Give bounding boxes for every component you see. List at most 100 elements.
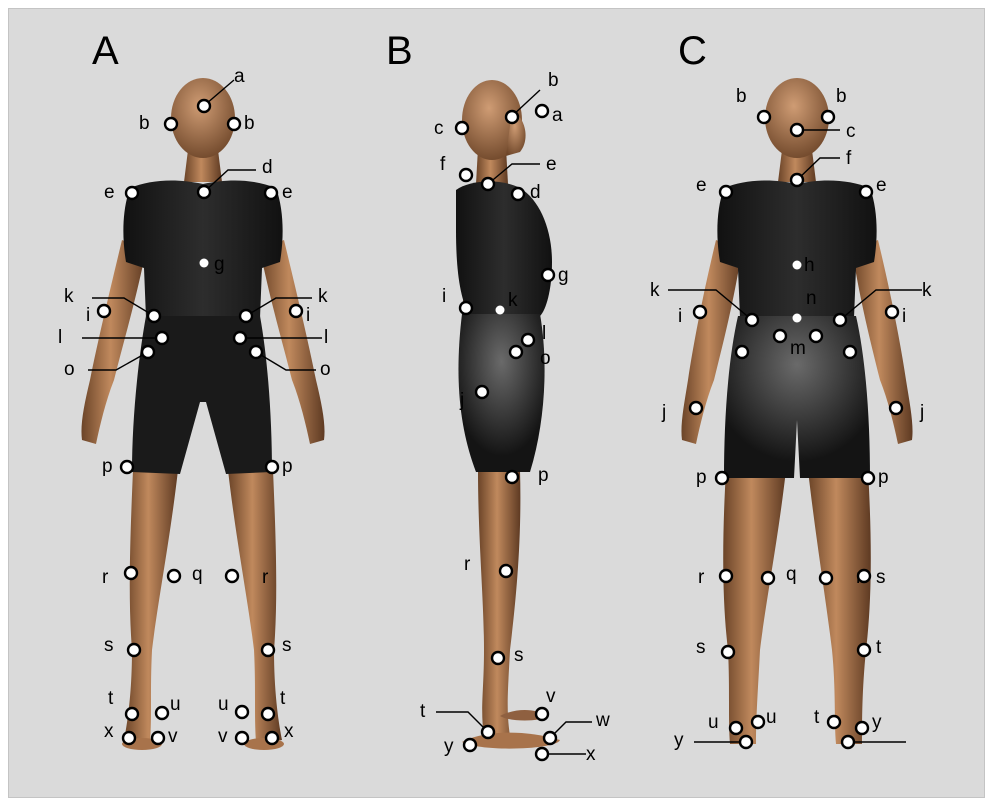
marker-label-c-8: k xyxy=(922,280,932,301)
marker-label-a-19: r xyxy=(262,567,269,588)
marker-label-c-15: p xyxy=(696,467,707,488)
marker-b-14 xyxy=(492,652,504,664)
marker-b-10 xyxy=(510,346,522,358)
marker-c-15 xyxy=(844,346,856,358)
marker-label-b-8: k xyxy=(508,290,518,311)
marker-label-c-1: b xyxy=(836,86,847,107)
marker-b-5 xyxy=(512,188,524,200)
marker-label-b-16: v xyxy=(546,686,556,707)
marker-a-25 xyxy=(262,708,274,720)
marker-a-9 xyxy=(98,305,110,317)
marker-label-a-10: i xyxy=(306,305,310,326)
marker-a-20 xyxy=(128,644,140,656)
marker-b-7 xyxy=(460,302,472,314)
marker-label-c-10: i xyxy=(678,306,682,327)
marker-c-0 xyxy=(758,111,770,123)
marker-b-8 xyxy=(496,306,505,315)
marker-label-b-15: t xyxy=(420,701,426,722)
marker-a-21 xyxy=(262,644,274,656)
marker-b-16 xyxy=(536,708,548,720)
view-label-c: C xyxy=(678,29,707,73)
marker-label-a-29: x xyxy=(284,721,294,742)
marker-label-b-11: j xyxy=(459,390,464,411)
marker-label-b-2: c xyxy=(434,118,444,139)
marker-b-9 xyxy=(522,334,534,346)
marker-b-18 xyxy=(464,739,476,751)
marker-c-16 xyxy=(690,402,702,414)
marker-c-2 xyxy=(791,124,803,136)
view-label-a: A xyxy=(92,29,119,73)
marker-b-11 xyxy=(476,386,488,398)
marker-a-18 xyxy=(168,570,180,582)
marker-c-31 xyxy=(842,736,854,748)
marker-b-12 xyxy=(506,471,518,483)
marker-c-27 xyxy=(752,716,764,728)
marker-c-17 xyxy=(890,402,902,414)
marker-a-16 xyxy=(266,461,278,473)
marker-a-12 xyxy=(234,332,246,344)
marker-b-19 xyxy=(536,748,548,760)
marker-b-13 xyxy=(500,565,512,577)
marker-c-20 xyxy=(720,570,732,582)
marker-c-5 xyxy=(860,186,872,198)
marker-c-12 xyxy=(774,330,786,342)
marker-label-a-21: s xyxy=(282,635,292,656)
marker-a-10 xyxy=(290,305,302,317)
marker-label-c-4: e xyxy=(696,175,707,196)
marker-b-17 xyxy=(544,732,556,744)
marker-label-c-27: y xyxy=(674,730,684,751)
marker-c-18 xyxy=(716,472,728,484)
marker-label-c-0: b xyxy=(736,86,747,107)
marker-label-a-3: d xyxy=(262,157,273,178)
marker-label-a-8: k xyxy=(318,286,328,307)
marker-label-c-23: u xyxy=(708,712,719,733)
marker-a-2 xyxy=(228,118,240,130)
marker-label-c-6: h xyxy=(804,255,815,276)
marker-a-26 xyxy=(123,732,135,744)
marker-a-4 xyxy=(126,187,138,199)
marker-a-29 xyxy=(266,732,278,744)
marker-c-29 xyxy=(856,722,868,734)
marker-b-2 xyxy=(456,122,468,134)
marker-c-28 xyxy=(828,716,840,728)
marker-label-c-20: s xyxy=(876,567,886,588)
marker-c-11 xyxy=(886,306,898,318)
marker-label-a-20: s xyxy=(104,635,114,656)
marker-label-a-26: x xyxy=(104,721,114,742)
marker-label-a-13: o xyxy=(64,359,75,380)
marker-label-b-6: g xyxy=(558,265,569,286)
marker-a-19 xyxy=(226,570,238,582)
marker-label-c-11: i xyxy=(902,306,906,327)
marker-a-17 xyxy=(125,567,137,579)
marker-c-25 xyxy=(858,644,870,656)
marker-label-c-25: t xyxy=(814,707,820,728)
marker-c-26 xyxy=(730,722,742,734)
marker-b-6 xyxy=(542,269,554,281)
marker-label-a-2: b xyxy=(244,113,255,134)
marker-label-c-12: m xyxy=(790,338,806,359)
marker-label-a-0: a xyxy=(234,66,245,87)
marker-b-0 xyxy=(506,111,518,123)
marker-label-b-17: w xyxy=(595,710,610,731)
marker-c-9 xyxy=(793,314,802,323)
marker-label-a-5: e xyxy=(282,182,293,203)
marker-c-19 xyxy=(862,472,874,484)
marker-c-7 xyxy=(746,314,758,326)
marker-label-a-11: l xyxy=(58,327,62,348)
marker-a-0 xyxy=(198,100,210,112)
marker-label-a-27: v xyxy=(168,726,178,747)
marker-c-23 xyxy=(858,570,870,582)
marker-label-c-3: f xyxy=(846,148,852,169)
marker-a-5 xyxy=(265,187,277,199)
marker-label-a-28: v xyxy=(218,726,228,747)
marker-c-13 xyxy=(810,330,822,342)
marker-b-3 xyxy=(460,169,472,181)
marker-c-24 xyxy=(722,646,734,658)
marker-a-22 xyxy=(126,708,138,720)
marker-label-c-7: k xyxy=(650,280,660,301)
marker-b-4 xyxy=(482,178,494,190)
marker-label-b-12: p xyxy=(538,465,549,486)
marker-label-a-25: t xyxy=(280,688,286,709)
marker-label-b-9: l xyxy=(542,323,546,344)
marker-c-30 xyxy=(740,736,752,748)
